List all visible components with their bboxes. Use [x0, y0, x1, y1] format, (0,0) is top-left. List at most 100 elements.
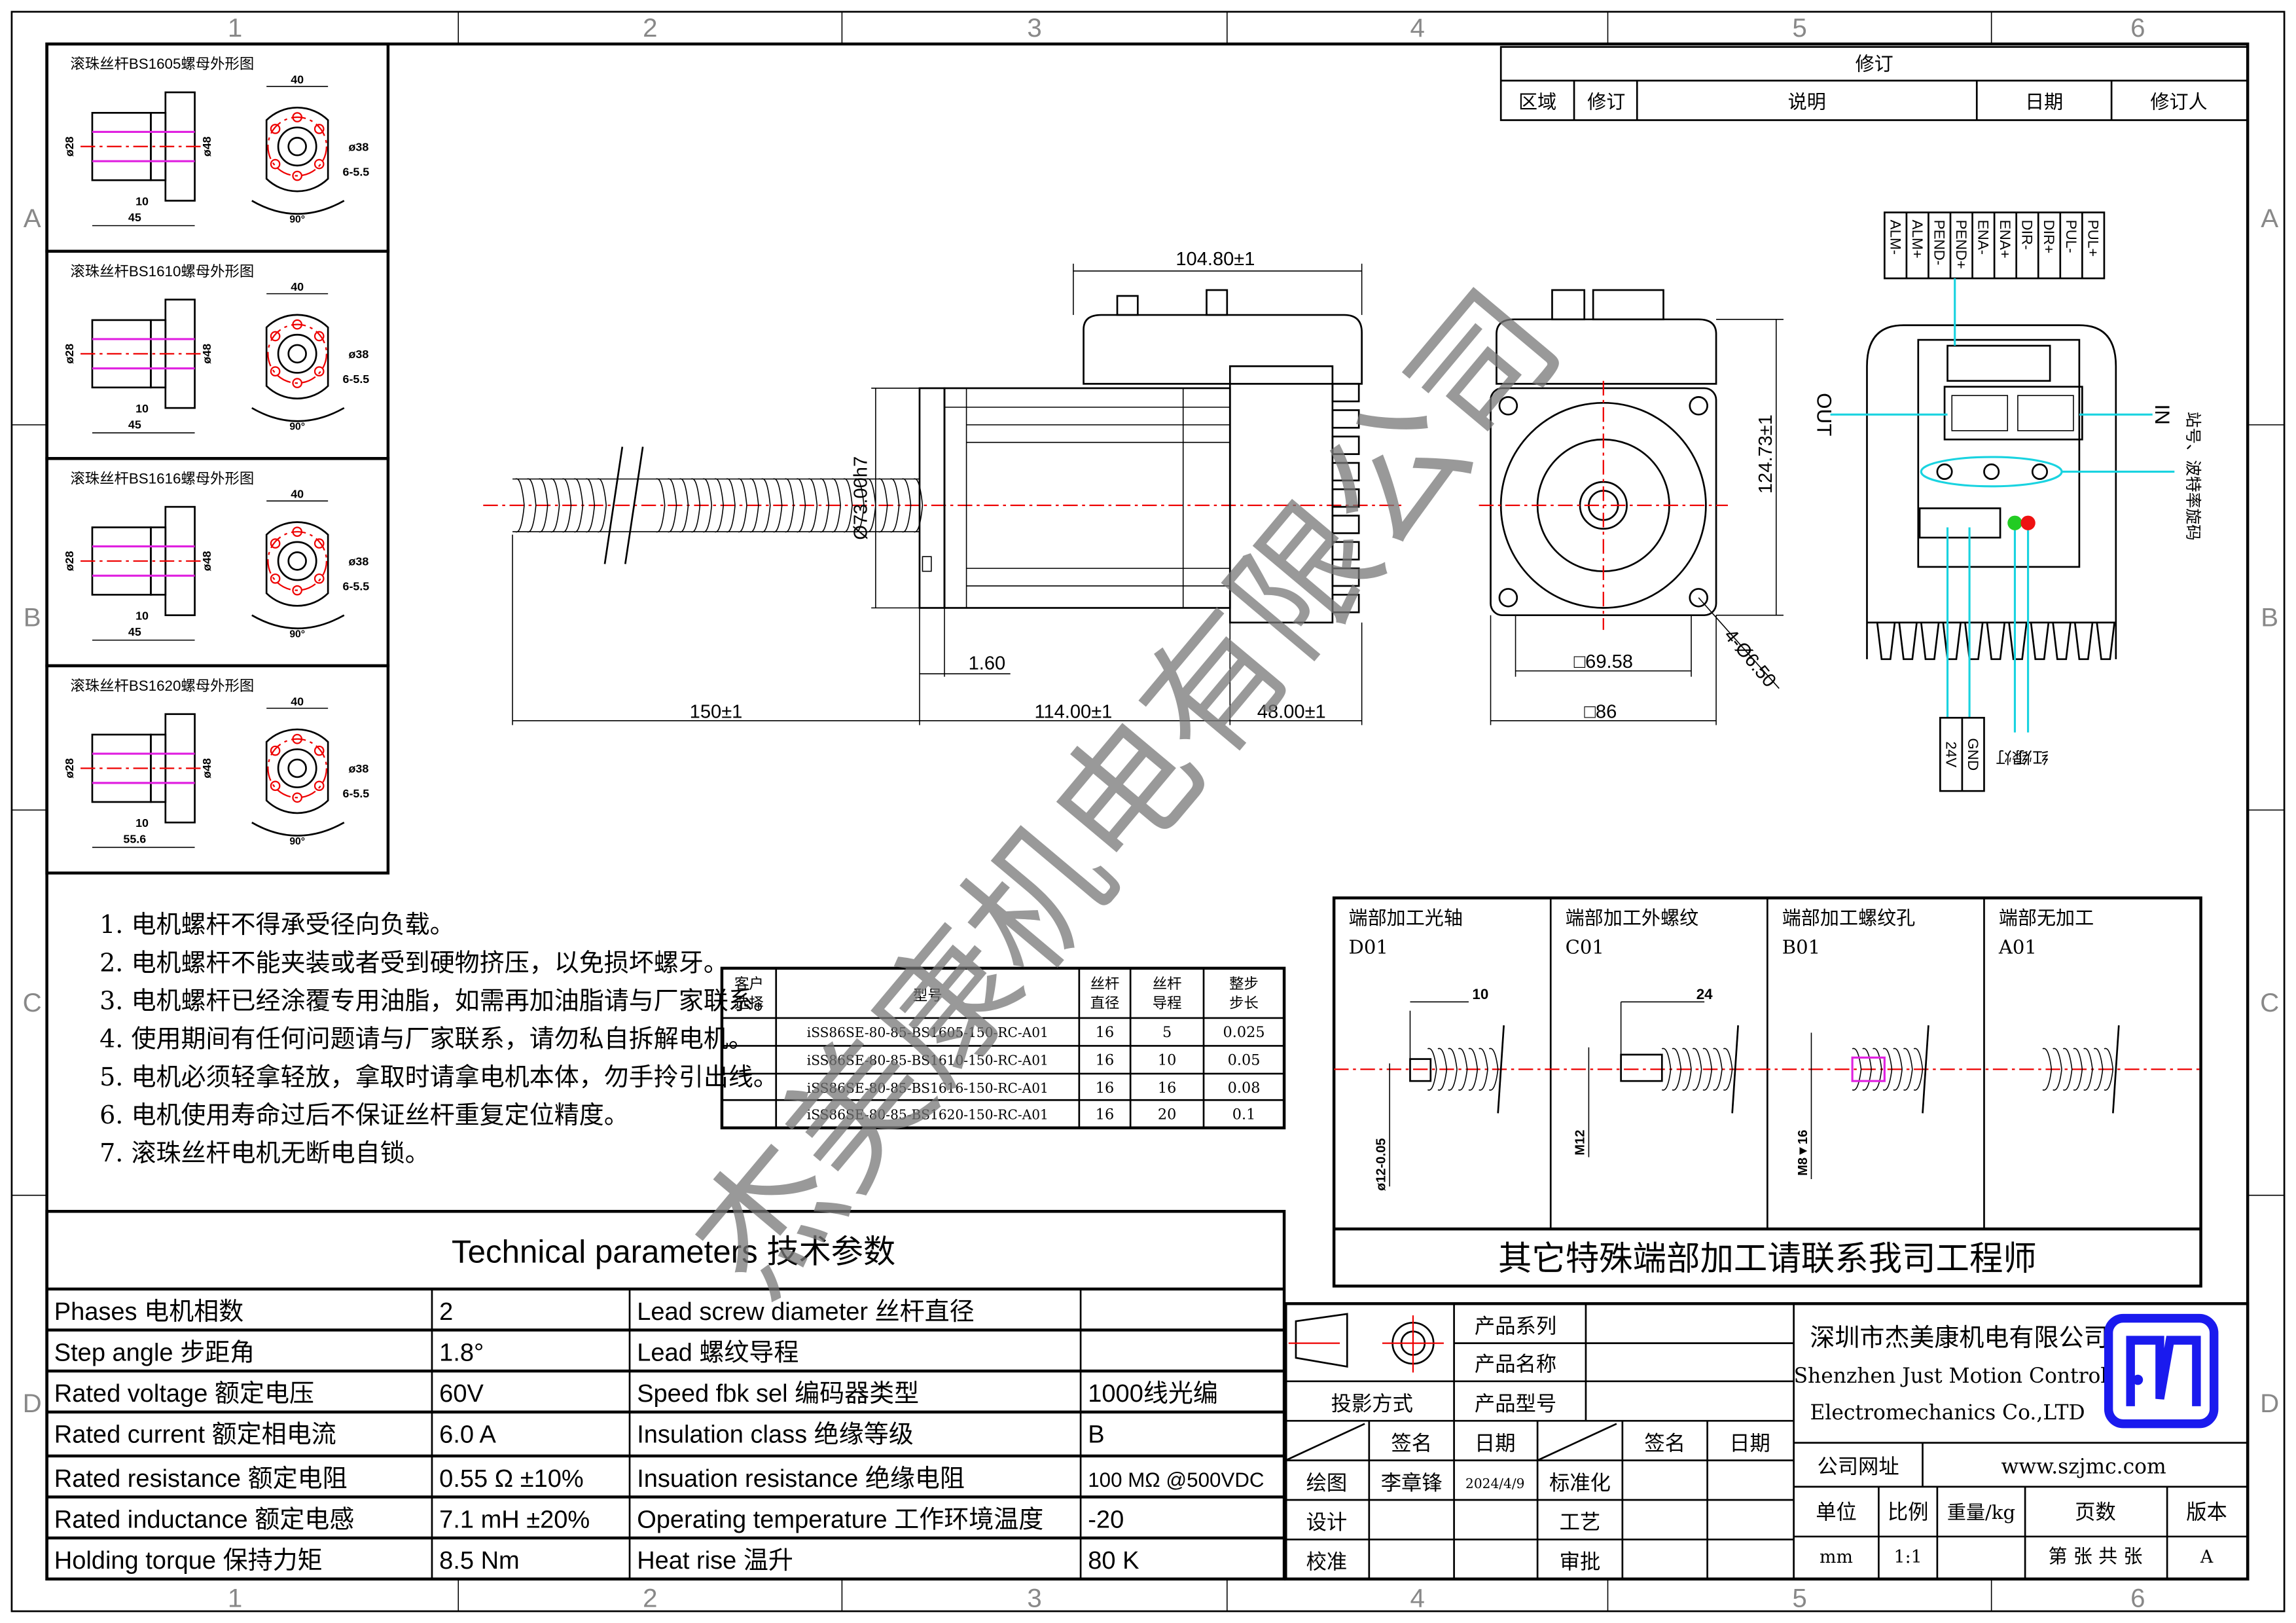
param-name: Speed fbk sel 编码器类型 [637, 1380, 919, 1408]
grid-row-label: A [2261, 204, 2278, 233]
dim-screw-length: 150±1 [690, 701, 743, 722]
mounting-hole [292, 733, 302, 744]
screw-thread [1448, 1048, 1458, 1091]
dim-length: 45 [128, 211, 141, 224]
screw-thread [878, 478, 888, 533]
screw-thread [2083, 1048, 2093, 1091]
screw-thread [1882, 1048, 1893, 1091]
terminal-label: PUL+ [2085, 220, 2101, 257]
param-name: Operating temperature 工作环境温度 [637, 1506, 1043, 1534]
param-name: Rated voltage 额定电压 [54, 1380, 314, 1408]
dim-flange-width: 10 [135, 816, 149, 830]
drawn-by: 李章锋 [1381, 1471, 1443, 1495]
unit-label: 单位 [1816, 1501, 1857, 1524]
screw-thread [1672, 1048, 1682, 1091]
model-table-header: 型号 [913, 987, 942, 1004]
model-table-cell: 0.025 [1223, 1024, 1265, 1041]
end-processing-footer: 其它特殊端部加工请联系我司工程师 [1498, 1239, 2037, 1279]
dim-length: 55.6 [123, 833, 146, 846]
dim-driver-length: 48.00±1 [1257, 701, 1326, 722]
dim-flange-width: 10 [135, 609, 149, 622]
drawn-label: 绘图 [1306, 1471, 1348, 1495]
screw-thread [808, 478, 818, 533]
company-name-en-line1: Shenzhen Just Motion Control [1794, 1364, 2108, 1388]
projection-symbol [1288, 1313, 1444, 1373]
screw-thread [901, 478, 912, 533]
param-name: Heat rise 温升 [637, 1547, 793, 1575]
grid-row-label: C [2260, 988, 2279, 1017]
mounting-hole [314, 331, 325, 342]
dim-end-diameter: M12 [1573, 1130, 1588, 1156]
version-value: A [2200, 1547, 2214, 1567]
design-label: 设计 [1306, 1511, 1348, 1535]
dim-angle: 90° [289, 214, 305, 225]
model-table-cell: 16 [1096, 1024, 1114, 1041]
dim-end-diameter: M8▼16 [1796, 1130, 1810, 1176]
terminal-label: PUL- [2063, 220, 2079, 253]
model-table-cell: 20 [1158, 1106, 1176, 1123]
website[interactable]: www.szjmc.com [2001, 1455, 2166, 1479]
model-table-cell: 0.05 [1228, 1052, 1261, 1069]
grid-row-label: C [23, 988, 42, 1017]
sign-header: 签名 [1644, 1432, 1685, 1455]
screw-thread [573, 478, 584, 533]
driver-cover [1083, 314, 1363, 385]
terminal-label: ENA- [1975, 220, 1992, 255]
dim-angle: 90° [289, 422, 305, 433]
dim-large-diameter: ø48 [200, 551, 213, 571]
model-table-cell: 10 [1158, 1052, 1176, 1069]
heatsink-fin [2073, 622, 2094, 661]
screw-thread [738, 478, 747, 533]
end-type-code: A01 [1998, 936, 2037, 958]
heatsink-fin [1964, 622, 1984, 661]
green-led-label: 绿灯 [1996, 748, 2028, 767]
end-type-code: B01 [1782, 936, 1820, 958]
nut-front [265, 728, 329, 814]
grid-row-label: B [24, 602, 41, 632]
param-value: 80 K [1088, 1547, 1139, 1575]
mounting-hole [314, 366, 325, 377]
out-port-label: OUT [1812, 393, 1835, 436]
io-terminal-block [1946, 344, 2051, 382]
model-table-cell: iSS86SE-80-85-BS1616-150-RC-A01 [807, 1080, 1049, 1096]
heatsink-fin [1331, 409, 1360, 429]
screw-thread [2104, 1048, 2114, 1091]
heatsink-fin [1876, 622, 1896, 661]
mounting-hole [292, 319, 302, 330]
dim-flange-width: 10 [135, 402, 149, 415]
motor-flange [918, 387, 946, 609]
param-value: 1000线光编 [1088, 1380, 1218, 1408]
param-value: 7.1 mH ±20% [439, 1506, 590, 1534]
screw-thread [597, 478, 607, 533]
terminal-label: DIR+ [2041, 220, 2057, 254]
dim-end-length: 10 [1472, 986, 1488, 1002]
screw-thread [1913, 1048, 1924, 1091]
dim-angle: 90° [289, 629, 305, 640]
screw-thread [819, 478, 830, 533]
red-led [2020, 515, 2036, 530]
heatsink-fin [2052, 622, 2072, 661]
mounting-hole [292, 170, 302, 181]
title-block: 产品系列 产品名称 投影方式 产品型号 签名 日期 签名 日期 绘图 李章锋 2… [1284, 1302, 2250, 1581]
green-led [2007, 515, 2022, 530]
sign-header: 签名 [1391, 1432, 1432, 1455]
screw-thread [1479, 1048, 1488, 1091]
standardization-label: 标准化 [1549, 1471, 1611, 1495]
screw-thread [1723, 1048, 1733, 1091]
dim-end-diameter: ø12-0.05 [1374, 1138, 1388, 1191]
heatsink-fin [2008, 622, 2028, 661]
dim-pcd: ø38 [348, 555, 368, 568]
end-type-code: C01 [1566, 936, 1604, 958]
screw-thread [679, 478, 689, 533]
param-name: Phases 电机相数 [54, 1298, 243, 1326]
note-item: 6. 电机使用寿命过后不保证丝杆重复定位精度。 [99, 1101, 629, 1129]
terminal-label: DIR- [2019, 220, 2036, 250]
terminal-label: PEND- [1931, 220, 1947, 266]
nut-panel-title: 滚珠丝杆BS1620螺母外形图 [70, 678, 254, 694]
scale-label: 比例 [1888, 1501, 1929, 1524]
pages-label: 页数 [2075, 1501, 2116, 1524]
param-name: Rated inductance 额定电感 [54, 1506, 355, 1534]
